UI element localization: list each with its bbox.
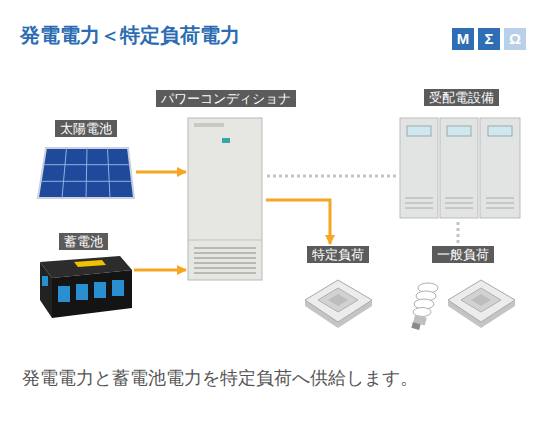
diagram-title: 発電電力＜特定負荷電力 [20, 22, 240, 49]
battery-picture [40, 256, 132, 318]
power-arrow [134, 269, 186, 272]
diagram-caption: 発電電力と蓄電池電力を特定負荷へ供給します。 [22, 366, 418, 390]
equipment-node: 特定負荷 [302, 246, 374, 332]
equipment-label: 太陽電池 [55, 120, 117, 137]
equipment-node: 一般負荷 [408, 246, 518, 332]
solar-panel-picture [38, 148, 134, 198]
dotted-wire [457, 222, 460, 244]
dotted-wire [267, 175, 397, 178]
power-conditioner-picture [188, 118, 262, 280]
equipment-label: 一般負荷 [432, 246, 494, 263]
unit-icon: M [452, 28, 474, 50]
equipment-label: 受配電設備 [424, 89, 499, 106]
equipment-node: 受配電設備 [400, 116, 522, 220]
equipment-label: 蓄電池 [59, 233, 108, 250]
air-conditioner-picture [448, 280, 515, 328]
equipment-label: 特定負荷 [307, 246, 369, 263]
switchgear-picture [400, 118, 520, 218]
equipment-node: パワーコンディショナ [188, 116, 264, 282]
unit-icon: Σ [478, 28, 500, 50]
equipment-label: パワーコンディショナ [156, 90, 296, 107]
light-bulb-picture [411, 283, 438, 330]
air-conditioner-picture [305, 280, 372, 328]
power-arrow [266, 200, 330, 244]
unit-icon: Ω [504, 28, 526, 50]
power-arrow [136, 171, 186, 174]
equipment-node: 蓄電池 [35, 255, 132, 327]
equipment-node: 太陽電池 [38, 146, 134, 200]
